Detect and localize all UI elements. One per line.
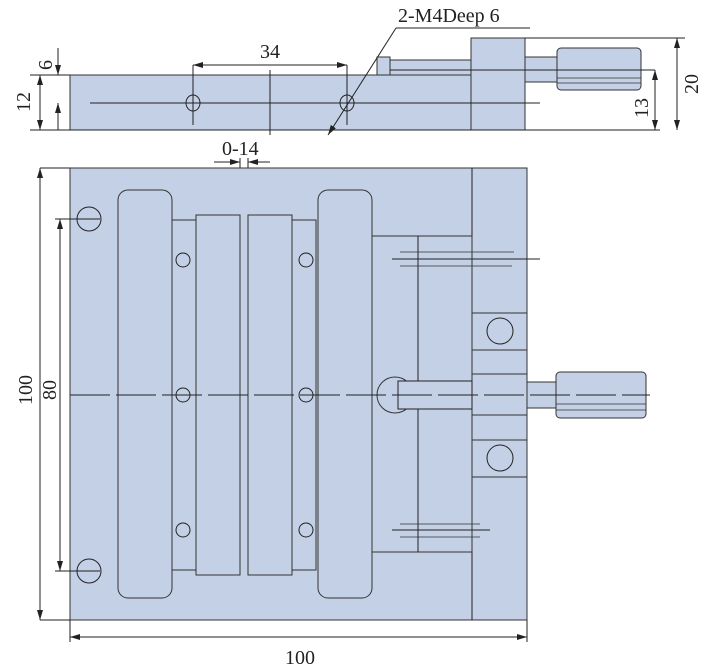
- side-view: 34 2-M4Deep 6 12 6 20 13: [13, 5, 703, 136]
- dim-80: 80: [39, 380, 61, 400]
- top-view: 100 80 100: [15, 167, 650, 669]
- dim-travel: 0-14: [222, 138, 259, 160]
- dim-13: 13: [631, 98, 653, 118]
- dim-6: 6: [35, 60, 57, 70]
- dim-34: 34: [260, 41, 280, 63]
- dim-100-width: 100: [285, 647, 315, 669]
- callout-text: 2-M4Deep 6: [398, 5, 500, 27]
- dim-100-height: 100: [15, 375, 37, 405]
- dim-20: 20: [681, 74, 703, 94]
- dim-12: 12: [13, 92, 35, 112]
